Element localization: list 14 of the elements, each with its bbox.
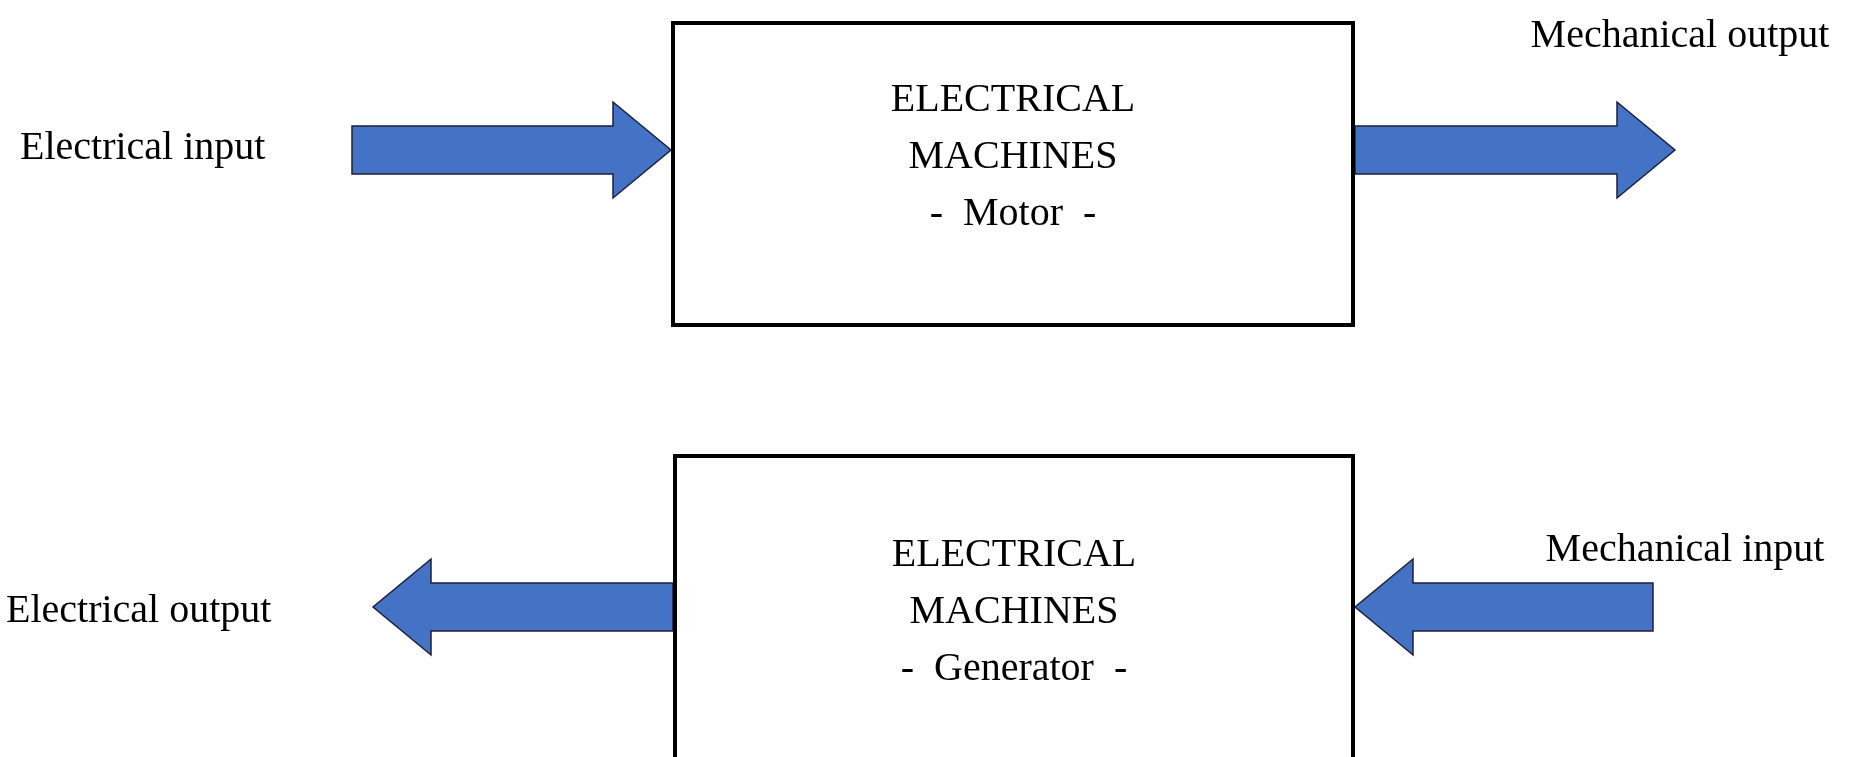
box-title: ELECTRICAL MACHINES — [890, 528, 1138, 634]
flow-label: Electrical output — [6, 584, 272, 632]
block-arrow — [1353, 557, 1654, 657]
flow-label: Electrical input — [20, 121, 266, 169]
flow-label: Mechanical output — [1530, 9, 1830, 57]
box-subtitle: - Generator - — [900, 642, 1128, 691]
machine-box — [671, 21, 1355, 327]
block-arrow — [371, 557, 674, 657]
machine-box — [673, 454, 1355, 757]
box-subtitle: - Motor - — [929, 188, 1097, 236]
box-title: ELECTRICAL MACHINES — [889, 74, 1137, 179]
block-arrow — [351, 100, 673, 200]
block-arrow — [1354, 100, 1677, 200]
flow-label: Mechanical input — [1545, 523, 1825, 571]
